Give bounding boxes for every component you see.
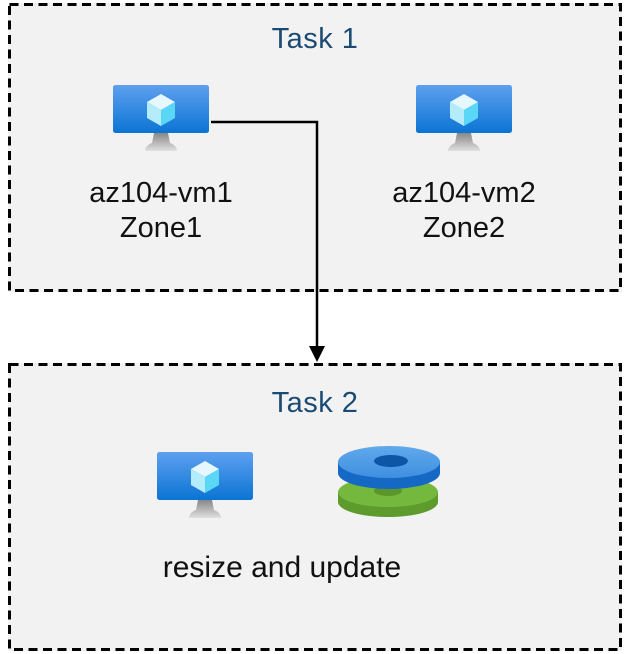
vm2-label: az104-vm2 Zone2 — [392, 176, 535, 246]
task2-box: Task 2 resize and update — [8, 363, 622, 651]
virtual-machine-icon — [113, 85, 209, 151]
virtual-machine-icon — [416, 85, 512, 151]
managed-disks-icon — [338, 446, 440, 517]
vm2-group: az104-vm2 Zone2 — [379, 85, 549, 246]
vm2-name: az104-vm2 — [392, 177, 536, 209]
task1-title: Task 1 — [271, 23, 359, 55]
vm1-label: az104-vm1 Zone1 — [89, 176, 232, 246]
task2-caption: resize and update — [162, 551, 402, 584]
task1-box: Task 1 az104-vm1 Zone1 az104-vm2 Zone2 — [8, 3, 622, 292]
vm1-group: az104-vm1 Zone1 — [76, 85, 246, 246]
vm1-zone: Zone1 — [119, 212, 203, 244]
vm2-zone: Zone2 — [422, 212, 506, 244]
virtual-machine-icon — [157, 452, 253, 518]
vm1-name: az104-vm1 — [89, 177, 233, 209]
task2-title: Task 2 — [271, 387, 359, 419]
